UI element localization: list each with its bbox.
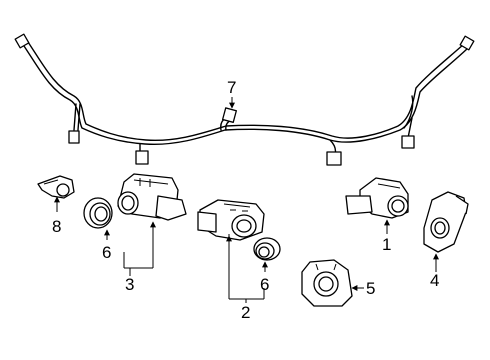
callout-2: 2 (241, 303, 250, 322)
callout-7: 7 (227, 78, 236, 97)
sensor-part-3 (117, 173, 187, 221)
grommet-part-6-left (83, 197, 113, 229)
callout-labels: 7 8 6 3 2 6 1 4 5 (52, 78, 439, 322)
bracket-part-8 (37, 175, 75, 199)
bezel-part-5 (301, 259, 353, 307)
callout-6-left: 6 (102, 243, 111, 262)
sensor-part-1 (345, 177, 409, 219)
callout-3: 3 (125, 275, 134, 294)
wiring-harness (14, 33, 475, 166)
retainer-part-4 (423, 191, 469, 253)
callout-8: 8 (52, 217, 61, 236)
callout-1: 1 (382, 235, 391, 254)
leader-lines (54, 97, 439, 303)
grommet-part-6-center (253, 237, 281, 261)
callout-5: 5 (366, 279, 375, 298)
sensor-part-2 (197, 199, 265, 241)
callout-4: 4 (430, 271, 439, 290)
callout-6-center: 6 (260, 275, 269, 294)
